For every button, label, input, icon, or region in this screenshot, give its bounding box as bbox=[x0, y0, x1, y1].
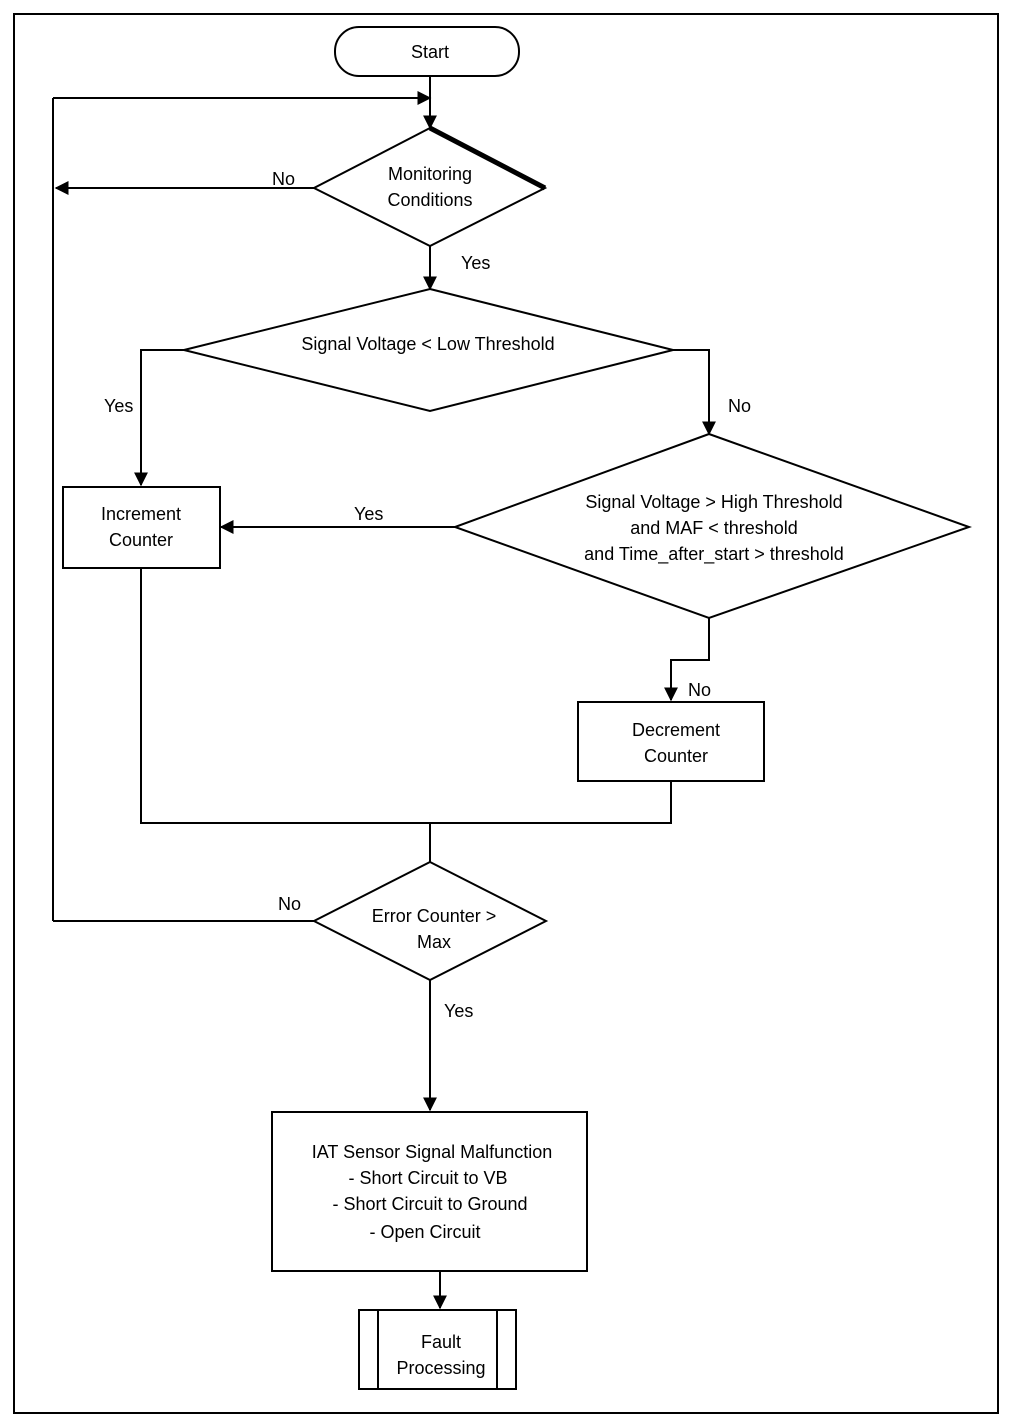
monitoring-label-line1: Monitoring bbox=[388, 164, 472, 184]
increment-label-line1: Increment bbox=[101, 504, 181, 524]
connector-high-no bbox=[664, 618, 710, 702]
low-threshold-decision: Signal Voltage < Low Threshold bbox=[183, 287, 674, 413]
decrement-counter-box: Decrement Counter bbox=[577, 701, 765, 782]
error-counter-decision: Error Counter > Max bbox=[311, 860, 549, 982]
increment-counter-box: Increment Counter bbox=[62, 486, 221, 569]
malfunction-item-ground: - Short Circuit to Ground bbox=[332, 1194, 527, 1214]
edge-label-high-no: No bbox=[688, 680, 711, 700]
decrement-label-line1: Decrement bbox=[632, 720, 720, 740]
fault-processing-box: Fault Processing bbox=[358, 1309, 517, 1390]
malfunction-title: IAT Sensor Signal Malfunction bbox=[312, 1142, 552, 1162]
fault-label-line1: Fault bbox=[421, 1332, 461, 1352]
fault-label-line2: Processing bbox=[396, 1358, 485, 1378]
connector-low-no bbox=[673, 349, 716, 436]
edge-label-monitoring-yes: Yes bbox=[461, 253, 490, 273]
error-label-line1: Error Counter > bbox=[372, 906, 497, 926]
edge-label-low-no: No bbox=[728, 396, 751, 416]
page-border bbox=[13, 13, 999, 1414]
malfunction-item-open: - Open Circuit bbox=[369, 1222, 480, 1242]
start-label: Start bbox=[411, 42, 449, 62]
connector-low-yes bbox=[134, 349, 184, 487]
high-threshold-label-line2: and MAF < threshold bbox=[630, 518, 798, 538]
edge-label-error-yes: Yes bbox=[444, 1001, 473, 1021]
malfunction-item-vb: - Short Circuit to VB bbox=[348, 1168, 507, 1188]
monitoring-conditions-decision: Monitoring Conditions bbox=[311, 125, 548, 248]
low-threshold-label: Signal Voltage < Low Threshold bbox=[301, 334, 554, 354]
connectors bbox=[52, 76, 716, 1310]
start-terminal: Start bbox=[334, 26, 520, 77]
high-threshold-label-line3: and Time_after_start > threshold bbox=[584, 544, 844, 565]
edge-labels: No Yes Yes No Yes No No Yes bbox=[104, 169, 751, 1021]
high-threshold-label-line1: Signal Voltage > High Threshold bbox=[585, 492, 842, 512]
edge-label-error-no: No bbox=[278, 894, 301, 914]
decrement-label-line2: Counter bbox=[644, 746, 708, 766]
monitoring-label-line2: Conditions bbox=[387, 190, 472, 210]
increment-label-line2: Counter bbox=[109, 530, 173, 550]
high-threshold-decision: Signal Voltage > High Threshold and MAF … bbox=[452, 432, 972, 620]
edge-label-low-yes: Yes bbox=[104, 396, 133, 416]
error-label-line2: Max bbox=[417, 932, 451, 952]
malfunction-box: IAT Sensor Signal Malfunction - Short Ci… bbox=[271, 1111, 588, 1272]
edge-label-monitoring-no: No bbox=[272, 169, 295, 189]
edge-label-high-yes: Yes bbox=[354, 504, 383, 524]
connector-increment-down bbox=[140, 568, 672, 824]
